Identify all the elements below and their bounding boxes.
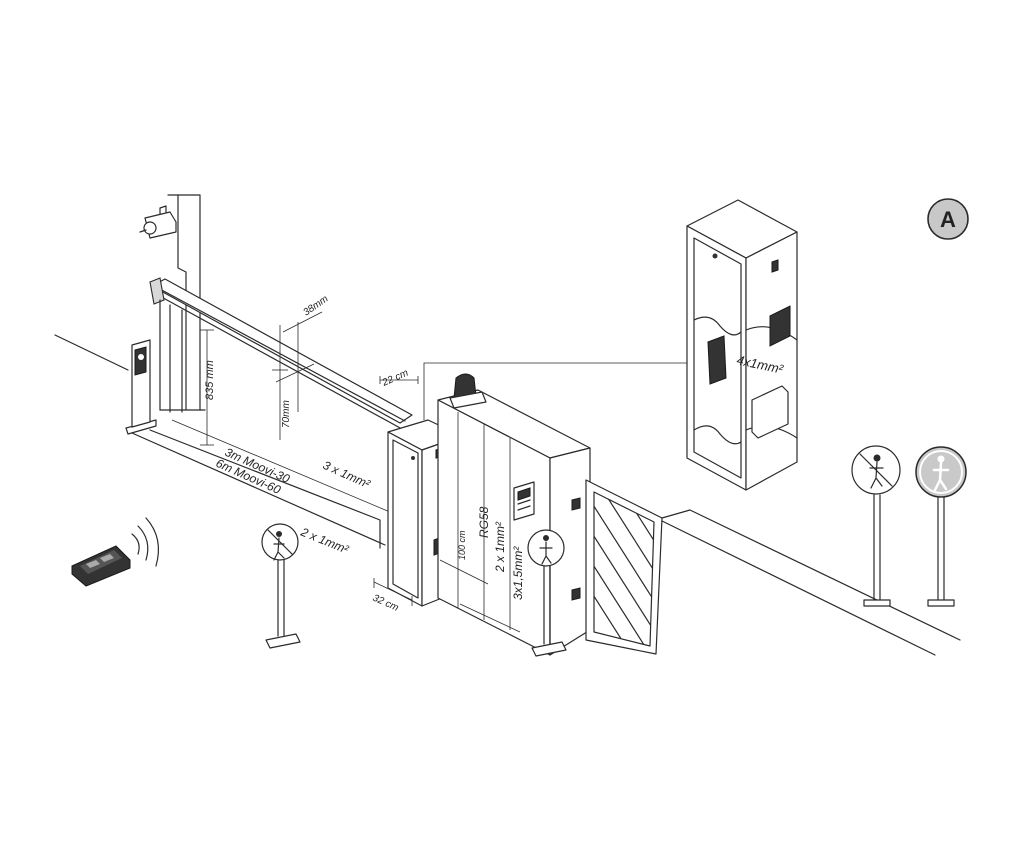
figure-badge-label: A: [940, 207, 956, 232]
no-pedestrian-sign-center: [261, 523, 301, 649]
label-cabinet-width: 22 cm: [380, 368, 410, 390]
remote-control-icon: [71, 517, 159, 587]
figure-badge: A: [927, 198, 969, 240]
ground-lines: [54, 334, 961, 656]
pedestrian-sign-center: [527, 529, 567, 657]
pedestrian-sign-right: [915, 446, 967, 607]
no-pedestrian-sign-right: [851, 445, 901, 607]
label-cable-signal: 2 x 1mm²: [298, 524, 351, 556]
gate-hinges: [571, 497, 581, 601]
arm-dimensions: [200, 311, 419, 446]
label-arm-height: 835 mm: [204, 360, 216, 400]
electrical-panel-enlarged: [686, 199, 798, 491]
callout-leader-line: [423, 362, 706, 420]
label-cabinet-height: 100 cm: [457, 530, 467, 560]
arm-support: [159, 299, 183, 413]
flashing-lamp: [449, 373, 487, 409]
label-cabinet-depth: 32 cm: [371, 593, 400, 614]
label-cable-key: 2 x 1mm²: [493, 521, 507, 573]
label-cable-power: 3x1,5mm²: [511, 546, 525, 600]
sliding-gate: [585, 479, 663, 655]
barrier-arm: [149, 277, 413, 430]
label-cable-antenna: RG58: [477, 506, 491, 538]
key-selector-switch: [139, 205, 177, 239]
label-arm-offset: 70mm: [281, 400, 292, 428]
photocell-post-left: [125, 339, 157, 435]
wall-keypad: [513, 481, 535, 521]
center-wall-block: [437, 389, 591, 656]
